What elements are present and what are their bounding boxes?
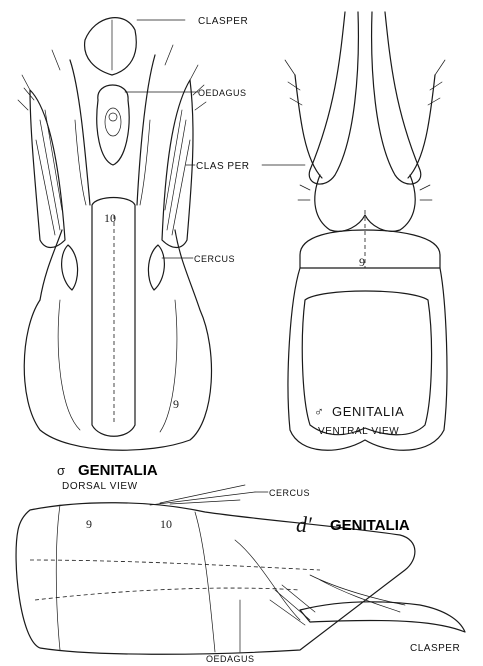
oedagus-lateral-label: OEDAGUS [206, 654, 255, 664]
clasper-lateral-label: CLASPER [410, 643, 460, 654]
lateral-view-drawing [16, 485, 465, 654]
clasper-mid-label: CLAS PER [196, 161, 249, 172]
ventral-segment-9: 9 [359, 255, 365, 269]
dorsal-subtitle: DORSAL VIEW [62, 481, 138, 492]
ventral-subtitle: VENTRAL VIEW [318, 426, 399, 437]
dorsal-segment-10: 10 [104, 211, 116, 225]
dorsal-symbol: σ [57, 463, 66, 478]
lateral-symbol: d′ [296, 512, 313, 537]
lateral-segment-10: 10 [160, 517, 172, 531]
clasper-top-label: CLASPER [198, 16, 248, 27]
lateral-title: GENITALIA [330, 517, 410, 534]
cercus-dorsal-label: CERCUS [194, 254, 235, 264]
ventral-symbol: ♂ [314, 404, 324, 419]
dorsal-title: GENITALIA [78, 462, 158, 479]
cercus-lateral-label: CERCUS [269, 488, 310, 498]
ventral-view-drawing [285, 12, 447, 450]
ventral-title: GENITALIA [332, 404, 404, 419]
dorsal-view-drawing [18, 18, 211, 451]
lateral-segment-9: 9 [86, 517, 92, 531]
dorsal-segment-9: 9 [173, 397, 179, 411]
oedagus-dorsal-label: OEDAGUS [198, 88, 247, 98]
